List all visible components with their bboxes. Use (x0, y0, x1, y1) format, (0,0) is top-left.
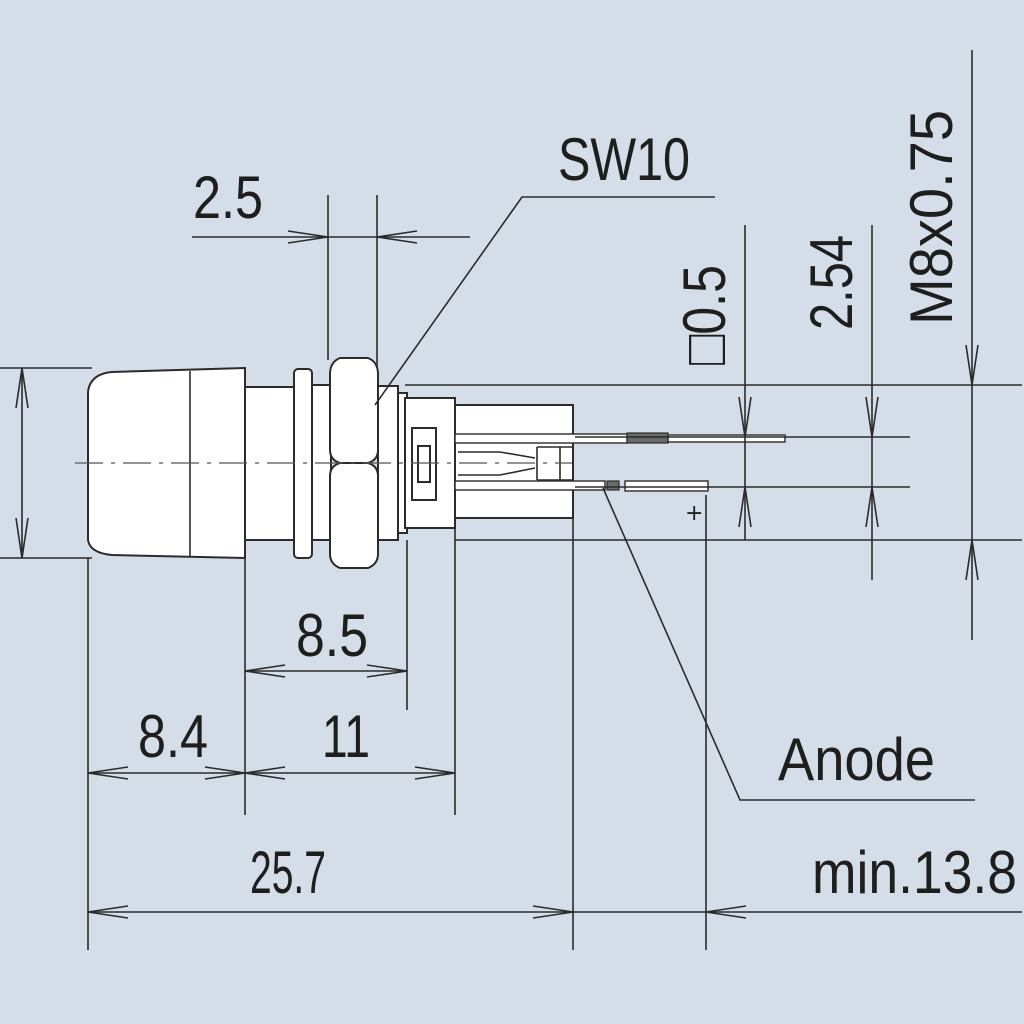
dimension-arrow (738, 396, 752, 438)
label-total-length: 25.7 (250, 839, 326, 906)
upper-pin-bend (626, 432, 669, 444)
leader-wrench-size (374, 196, 715, 406)
dimension-arrow (244, 664, 286, 678)
led-chip-inner (417, 445, 431, 483)
dimension-lines (21, 50, 1022, 913)
lower-pin-base (454, 480, 606, 491)
label-pin-section: □0.5 (671, 265, 738, 365)
dimension-arrow (244, 766, 286, 780)
label-thread: M8x0.75 (898, 110, 965, 325)
extension-lines (0, 195, 1022, 950)
upper-pin-tip (667, 434, 786, 443)
dimension-arrow (738, 486, 752, 528)
dimension-arrow (865, 396, 879, 438)
lower-pin-bend (606, 480, 620, 491)
dimension-arrow (87, 905, 129, 919)
dimension-arrow (865, 486, 879, 528)
pins (454, 432, 786, 492)
nut-upper-face (329, 357, 379, 464)
upper-pin-base (454, 433, 628, 444)
cap (87, 366, 246, 560)
label-cap-length: 8.4 (138, 703, 208, 770)
dimension-arrow (87, 766, 129, 780)
dimension-arrow (376, 230, 418, 244)
dimension-arrow (15, 367, 29, 409)
anode-plus-mark: + (685, 501, 703, 526)
label-anode: Anode (778, 726, 935, 793)
dimension-arrow (366, 664, 408, 678)
dimension-arrow (705, 905, 747, 919)
label-pin-pitch: 2.54 (798, 235, 865, 330)
label-nut-thickness: 2.5 (193, 164, 263, 231)
led-chip (411, 427, 437, 501)
label-mount-length: 11 (322, 703, 370, 770)
housing-detail-upper (458, 451, 536, 459)
pin-housing (454, 404, 574, 519)
lower-pin-tip (624, 480, 709, 492)
dimension-arrow (414, 766, 456, 780)
label-pin-length: min.13.8 (812, 839, 1017, 906)
leader-anode (602, 487, 975, 801)
housing-detail-lower (458, 467, 536, 476)
dimension-arrow (965, 344, 979, 386)
dimension-arrows (15, 230, 979, 919)
nut-lower-face (329, 462, 379, 569)
label-wrench-size: SW10 (558, 126, 690, 193)
dimension-arrow (15, 517, 29, 559)
label-body-length: 8.5 (296, 602, 368, 669)
dimension-arrow (532, 905, 574, 919)
dimension-arrow (965, 539, 979, 581)
dimension-labels: 2.5 SW10 □0.5 2.54 M8x0.75 8.5 8.4 11 An… (138, 110, 1017, 906)
dimension-arrow (287, 230, 329, 244)
